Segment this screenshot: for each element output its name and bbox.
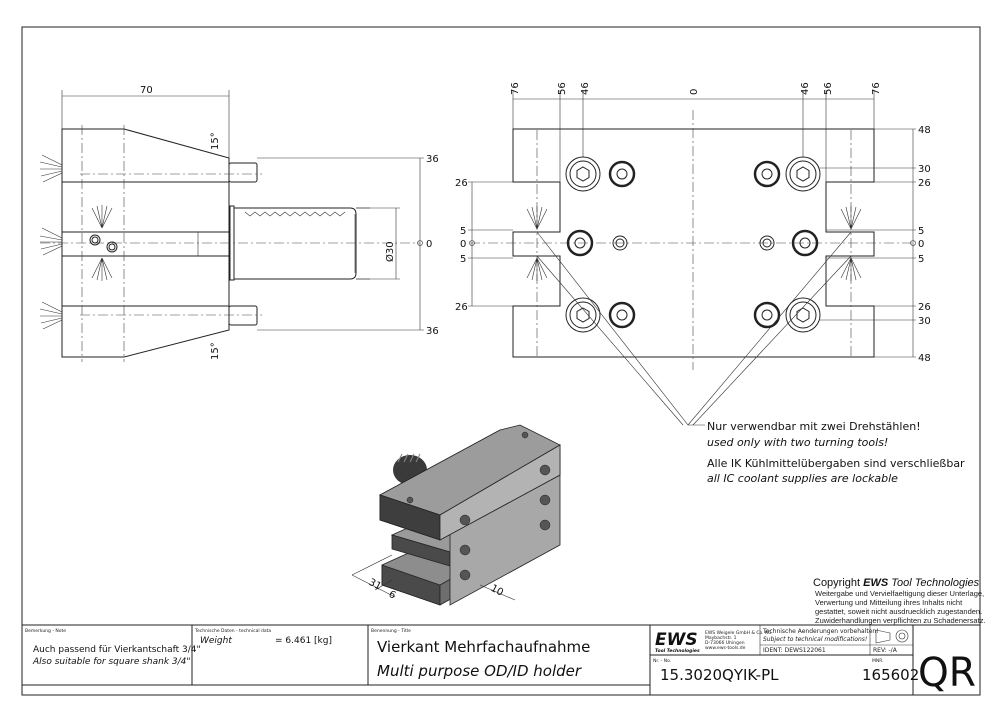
weight-value: = 6.461 [kg] bbox=[275, 636, 332, 646]
dim-right-30-bottom: 30 bbox=[918, 316, 931, 327]
screw-hole-icon bbox=[406, 431, 551, 581]
iso-dim-10: 10 bbox=[489, 583, 505, 599]
dim-top-46-right: 46 bbox=[800, 82, 811, 95]
iso-dim-6: 6 bbox=[387, 589, 398, 602]
dim-left-5-top: 5 bbox=[460, 226, 466, 237]
ident: IDENT: DEWS122061 bbox=[763, 647, 826, 654]
dim-left-26-bottom: 26 bbox=[455, 302, 468, 313]
dim-diameter: Ø30 bbox=[384, 241, 396, 262]
number-label: Nr. - No. bbox=[653, 658, 671, 664]
middle-bar bbox=[61, 231, 230, 257]
note-en: Also suitable for square shank 3/4" bbox=[32, 657, 191, 667]
dim-top-46-left: 46 bbox=[580, 82, 591, 95]
mnr-label: MNR. bbox=[872, 658, 884, 664]
plug-icon bbox=[566, 160, 819, 329]
dim-right-26-top: 26 bbox=[918, 178, 931, 189]
note-2-en: all IC coolant supplies are lockable bbox=[707, 472, 898, 485]
dim-right-26-bottom: 26 bbox=[918, 302, 931, 313]
angle-bottom: 15° bbox=[210, 342, 221, 360]
dim-36-bottom: 36 bbox=[426, 326, 439, 337]
dim-top-76-right: 76 bbox=[871, 82, 882, 95]
dim-0: 0 bbox=[426, 239, 432, 250]
svg-text:www.ews-tools.de: www.ews-tools.de bbox=[705, 645, 746, 651]
coolant-spray-icon bbox=[526, 206, 862, 281]
svg-text:D-73066 Uhingen: D-73066 Uhingen bbox=[705, 640, 745, 646]
dim-70: 70 bbox=[140, 85, 153, 96]
code-qr: QR bbox=[918, 650, 976, 696]
top-stud bbox=[228, 162, 258, 183]
dim-top-0: 0 bbox=[689, 89, 700, 95]
dim-top-76-left: 76 bbox=[510, 82, 521, 95]
note-1-de: Nur verwendbar mit zwei Drehstählen! bbox=[707, 420, 921, 433]
dim-36-top: 36 bbox=[426, 154, 439, 165]
note-label: Bemerkung - Note bbox=[25, 628, 66, 634]
svg-text:Maybachstr. 1: Maybachstr. 1 bbox=[705, 635, 737, 641]
dim-right-48-top: 48 bbox=[918, 125, 931, 136]
projection-symbol-icon bbox=[875, 629, 909, 644]
ews-logo: EWS Tool Technologies EWS Weigele GmbH &… bbox=[655, 630, 772, 654]
tech-data-label: Technische Daten - technical data bbox=[194, 628, 271, 634]
bottom-jaw bbox=[61, 305, 230, 358]
svg-text:EWS: EWS bbox=[655, 630, 698, 650]
copyright-line: Zuwiderhandlungen verpflichten zu Schade… bbox=[815, 616, 986, 625]
mnr-value: 165602 bbox=[862, 666, 919, 684]
bottom-stud bbox=[228, 305, 258, 326]
title-de: Vierkant Mehrfachaufnahme bbox=[377, 638, 590, 656]
dim-right-48-bottom: 48 bbox=[918, 353, 931, 364]
revision: REV: -/A bbox=[873, 647, 898, 654]
dim-top-56-right: 56 bbox=[823, 82, 834, 95]
shank bbox=[233, 207, 357, 280]
serration bbox=[244, 211, 346, 217]
weight-label: Weight bbox=[200, 636, 232, 646]
note-1-en: used only with two turning tools! bbox=[707, 436, 888, 449]
copyright-line: gestattet, soweit nicht ausdruecklich zu… bbox=[815, 607, 982, 616]
dim-left-0: 0 bbox=[460, 239, 466, 250]
angle-top: 15° bbox=[210, 132, 221, 150]
drawing-frame bbox=[21, 26, 981, 696]
dim-right-5-top: 5 bbox=[918, 226, 924, 237]
dim-left-26-top: 26 bbox=[455, 178, 468, 189]
svg-text:EWS Weigele GmbH & Co. KG: EWS Weigele GmbH & Co. KG bbox=[705, 630, 772, 636]
changes-en: Subject to technical modifications! bbox=[763, 636, 867, 643]
dim-top-56-left: 56 bbox=[557, 82, 568, 95]
iso-dim-31: 31 bbox=[367, 577, 383, 593]
front-view: 76 56 46 0 46 56 76 48 30 26 5 0 5 26 30… bbox=[455, 82, 931, 426]
title-block: Bemerkung - Note Auch passend für Vierka… bbox=[22, 624, 980, 696]
dim-right-0: 0 bbox=[918, 239, 924, 250]
copyright-block: Copyright EWS Tool Technologies Weiterga… bbox=[813, 577, 986, 625]
title-en: Multi purpose OD/ID holder bbox=[377, 662, 582, 680]
dim-left-5-bottom: 5 bbox=[460, 254, 466, 265]
socket-screw-icon bbox=[565, 156, 821, 333]
leader-lines bbox=[536, 231, 852, 426]
note-2-de: Alle IK Kühlmittelübergaben sind verschl… bbox=[707, 457, 965, 470]
part-number: 15.3020QYIK-PL bbox=[660, 666, 779, 684]
copyright-line: Weitergabe und Vervielfaeltigung dieser … bbox=[815, 589, 984, 598]
coolant-spray-icon bbox=[39, 154, 113, 330]
side-view: 70 15° 15° Ø30 36 0 36 bbox=[39, 85, 439, 362]
copyright-line: Verwertung und Mitteilung ihres Inhalts … bbox=[815, 598, 963, 607]
title-label: Benennung - Title bbox=[371, 628, 411, 634]
dim-right-5-bottom: 5 bbox=[918, 254, 924, 265]
dim-right-30-top: 30 bbox=[918, 164, 931, 175]
svg-text:Tool Technologies: Tool Technologies bbox=[655, 648, 700, 654]
changes-de: Technische Aenderungen vorbehalten! bbox=[762, 628, 879, 635]
note-de: Auch passend für Vierkantschaft 3/4" bbox=[33, 645, 201, 655]
copyright-title: Copyright EWS Tool Technologies bbox=[813, 577, 980, 589]
notes: Nur verwendbar mit zwei Drehstählen! use… bbox=[707, 420, 965, 485]
isometric-view: 31 6 10 bbox=[351, 424, 561, 606]
